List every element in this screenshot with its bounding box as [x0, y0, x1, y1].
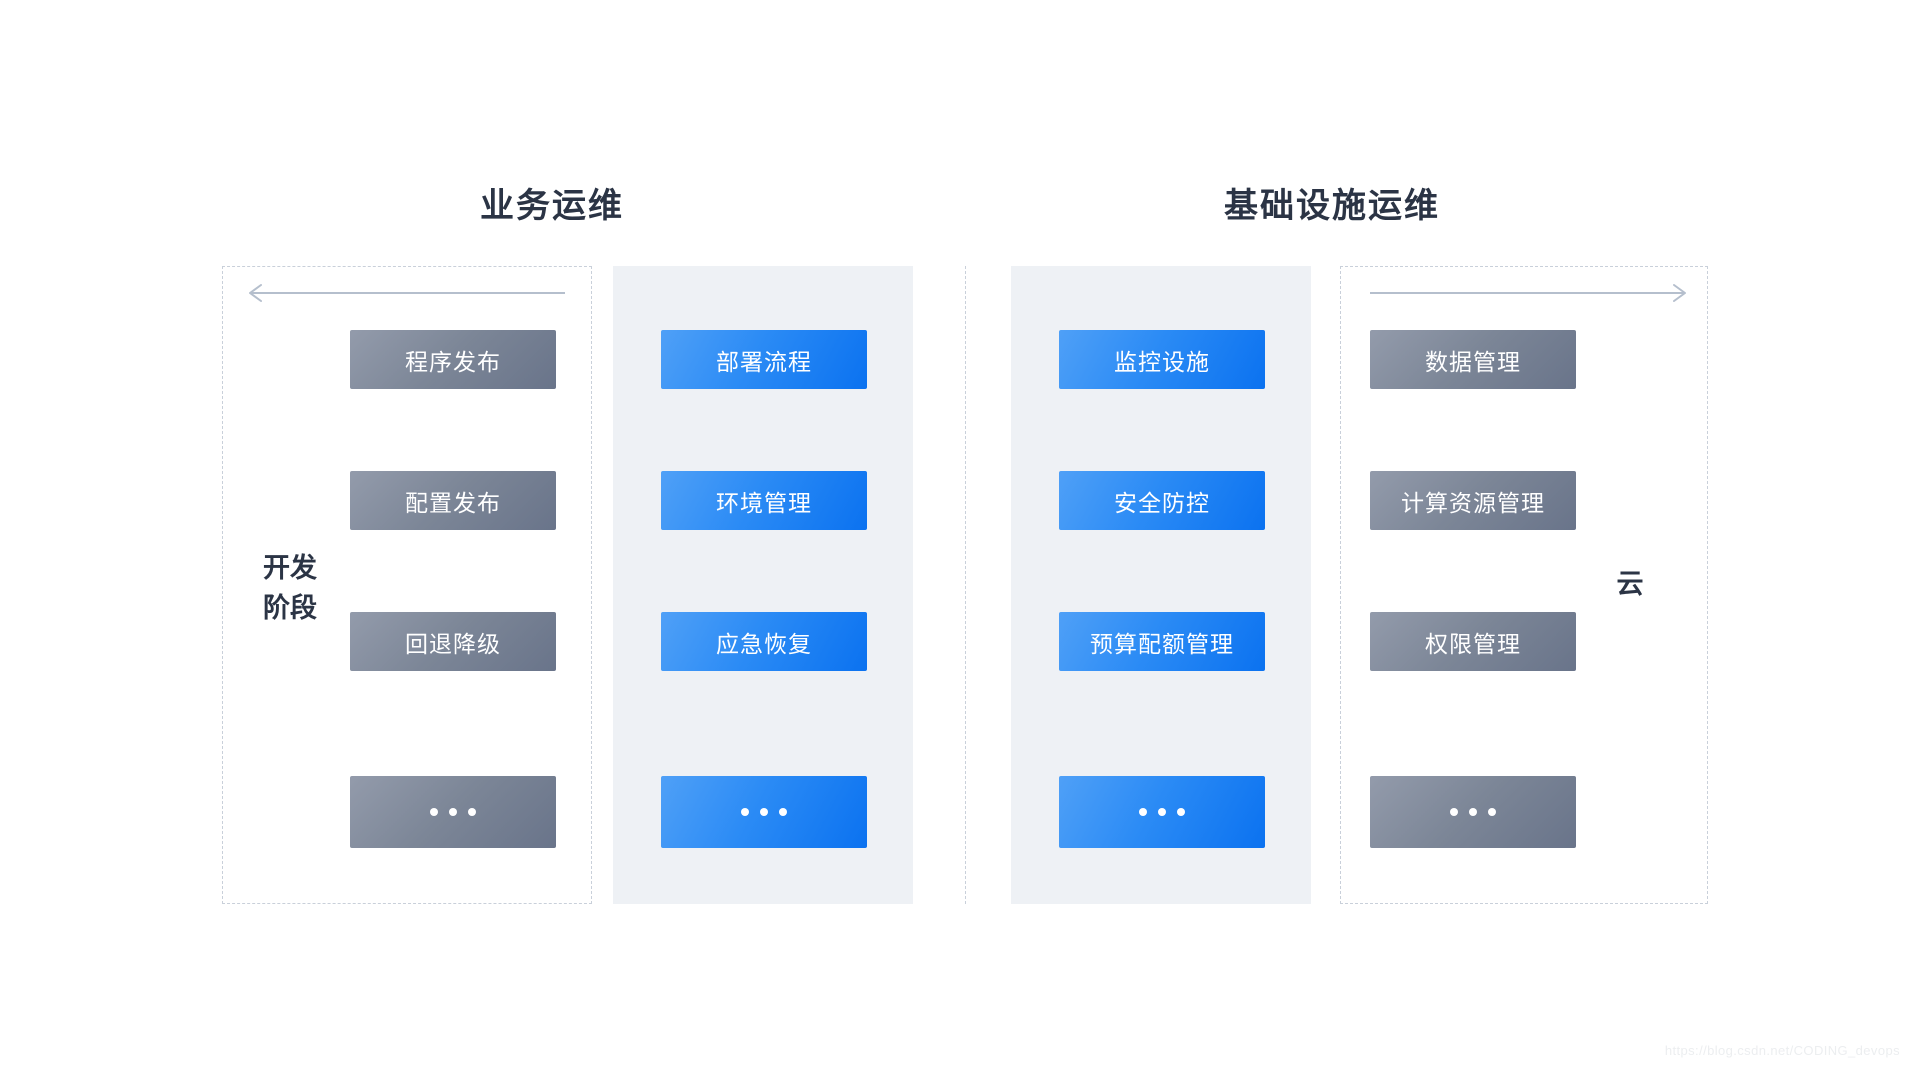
node-label: 环境管理: [716, 489, 812, 516]
node-box[interactable]: 环境管理: [661, 471, 867, 530]
node-label: 预算配额管理: [1090, 630, 1234, 657]
node-label: 权限管理: [1425, 630, 1521, 657]
node-label: 回退降级: [405, 630, 501, 657]
spacer: [1059, 753, 1265, 776]
node-label: 数据管理: [1425, 348, 1521, 375]
node-label: 配置发布: [405, 489, 501, 516]
node-box[interactable]: 配置发布: [350, 471, 556, 530]
ellipsis-icon: [430, 808, 476, 816]
arrow-left-icon: [245, 282, 565, 304]
column-infrastructure: 监控设施 安全防控 预算配额管理: [1059, 330, 1265, 848]
node-box[interactable]: 数据管理: [1370, 330, 1576, 389]
node-label: 监控设施: [1114, 348, 1210, 375]
node-box-more[interactable]: [661, 776, 867, 848]
arrow-right-icon: [1370, 282, 1690, 304]
spacer: [1370, 753, 1576, 776]
dashed-region-cloud: [1340, 266, 1708, 904]
node-label: 部署流程: [716, 348, 812, 375]
column-program-release: 程序发布 配置发布 回退降级: [350, 330, 556, 848]
ellipsis-icon: [1450, 808, 1496, 816]
column-cloud-resources: 数据管理 计算资源管理 权限管理: [1370, 330, 1576, 848]
node-box[interactable]: 回退降级: [350, 612, 556, 671]
node-box-more[interactable]: [1370, 776, 1576, 848]
node-box[interactable]: 权限管理: [1370, 612, 1576, 671]
node-label: 安全防控: [1114, 489, 1210, 516]
dashed-region-development: [222, 266, 592, 904]
ellipsis-icon: [741, 808, 787, 816]
label-development-phase: 开发 阶段: [263, 553, 317, 623]
column-deployment: 部署流程 环境管理 应急恢复: [661, 330, 867, 848]
ellipsis-icon: [1139, 808, 1185, 816]
node-box[interactable]: 预算配额管理: [1059, 612, 1265, 671]
node-box-more[interactable]: [350, 776, 556, 848]
node-box[interactable]: 监控设施: [1059, 330, 1265, 389]
node-label: 程序发布: [405, 348, 501, 375]
node-box[interactable]: 程序发布: [350, 330, 556, 389]
node-label: 应急恢复: [716, 630, 812, 657]
section-title-infrastructure-ops: 基础设施运维: [1224, 187, 1440, 225]
node-box[interactable]: 应急恢复: [661, 612, 867, 671]
node-box[interactable]: 计算资源管理: [1370, 471, 1576, 530]
node-box[interactable]: 安全防控: [1059, 471, 1265, 530]
node-box[interactable]: 部署流程: [661, 330, 867, 389]
spacer: [350, 753, 556, 776]
spacer: [661, 753, 867, 776]
node-box-more[interactable]: [1059, 776, 1265, 848]
node-label: 计算资源管理: [1401, 489, 1545, 516]
label-cloud: 云: [1616, 569, 1644, 599]
dashed-divider-center: [965, 266, 966, 904]
section-title-business-ops: 业务运维: [480, 187, 624, 225]
watermark: https://blog.csdn.net/CODING_devops: [1664, 1043, 1900, 1058]
